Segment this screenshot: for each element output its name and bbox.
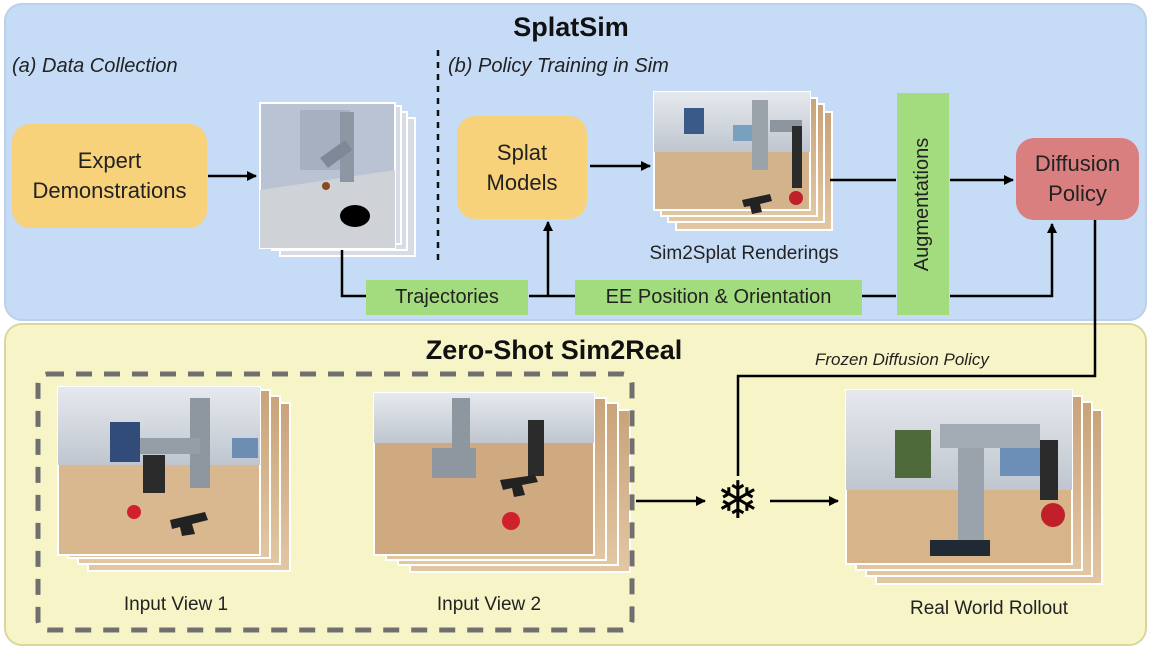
frozen-policy-label: Frozen Diffusion Policy — [815, 350, 989, 369]
splat-models-box: Splat Models — [457, 116, 587, 219]
input-view-2-caption: Input View 2 — [436, 594, 542, 615]
splatsim-title: SplatSim — [513, 12, 629, 42]
trajectories-label: Trajectories — [366, 280, 528, 315]
line-sim-to-traj — [340, 250, 366, 298]
input-view-2-stack — [373, 392, 631, 573]
input-view-1-stack — [57, 386, 291, 572]
sim2real-title: Zero-Shot Sim2Real — [425, 335, 683, 365]
augmentations-box: Augmentations — [897, 93, 949, 315]
section-a-label: (a) Data Collection — [12, 55, 178, 77]
rollout-caption: Real World Rollout — [909, 598, 1069, 619]
target-hole — [340, 205, 370, 227]
rollout-stack — [845, 389, 1103, 585]
augmentations-label: Augmentations — [911, 137, 934, 271]
sim2splat-stack — [653, 91, 833, 231]
diffusion-policy-box: Diffusion Policy — [1016, 138, 1139, 220]
arrow-ee-to-policy — [950, 223, 1057, 298]
sim2splat-caption: Sim2Splat Renderings — [649, 243, 839, 264]
frozen-policy-line — [736, 220, 1097, 476]
input-views-group — [35, 371, 635, 633]
snowflake-icon: ❄ — [716, 471, 760, 531]
section-b-label: (b) Policy Training in Sim — [448, 55, 669, 77]
input-view-1-caption: Input View 1 — [123, 594, 229, 615]
expert-demonstrations-box: Expert Demonstrations — [12, 124, 207, 228]
ee-pose-label: EE Position & Orientation — [575, 280, 862, 315]
sim-render-stack — [259, 102, 416, 257]
